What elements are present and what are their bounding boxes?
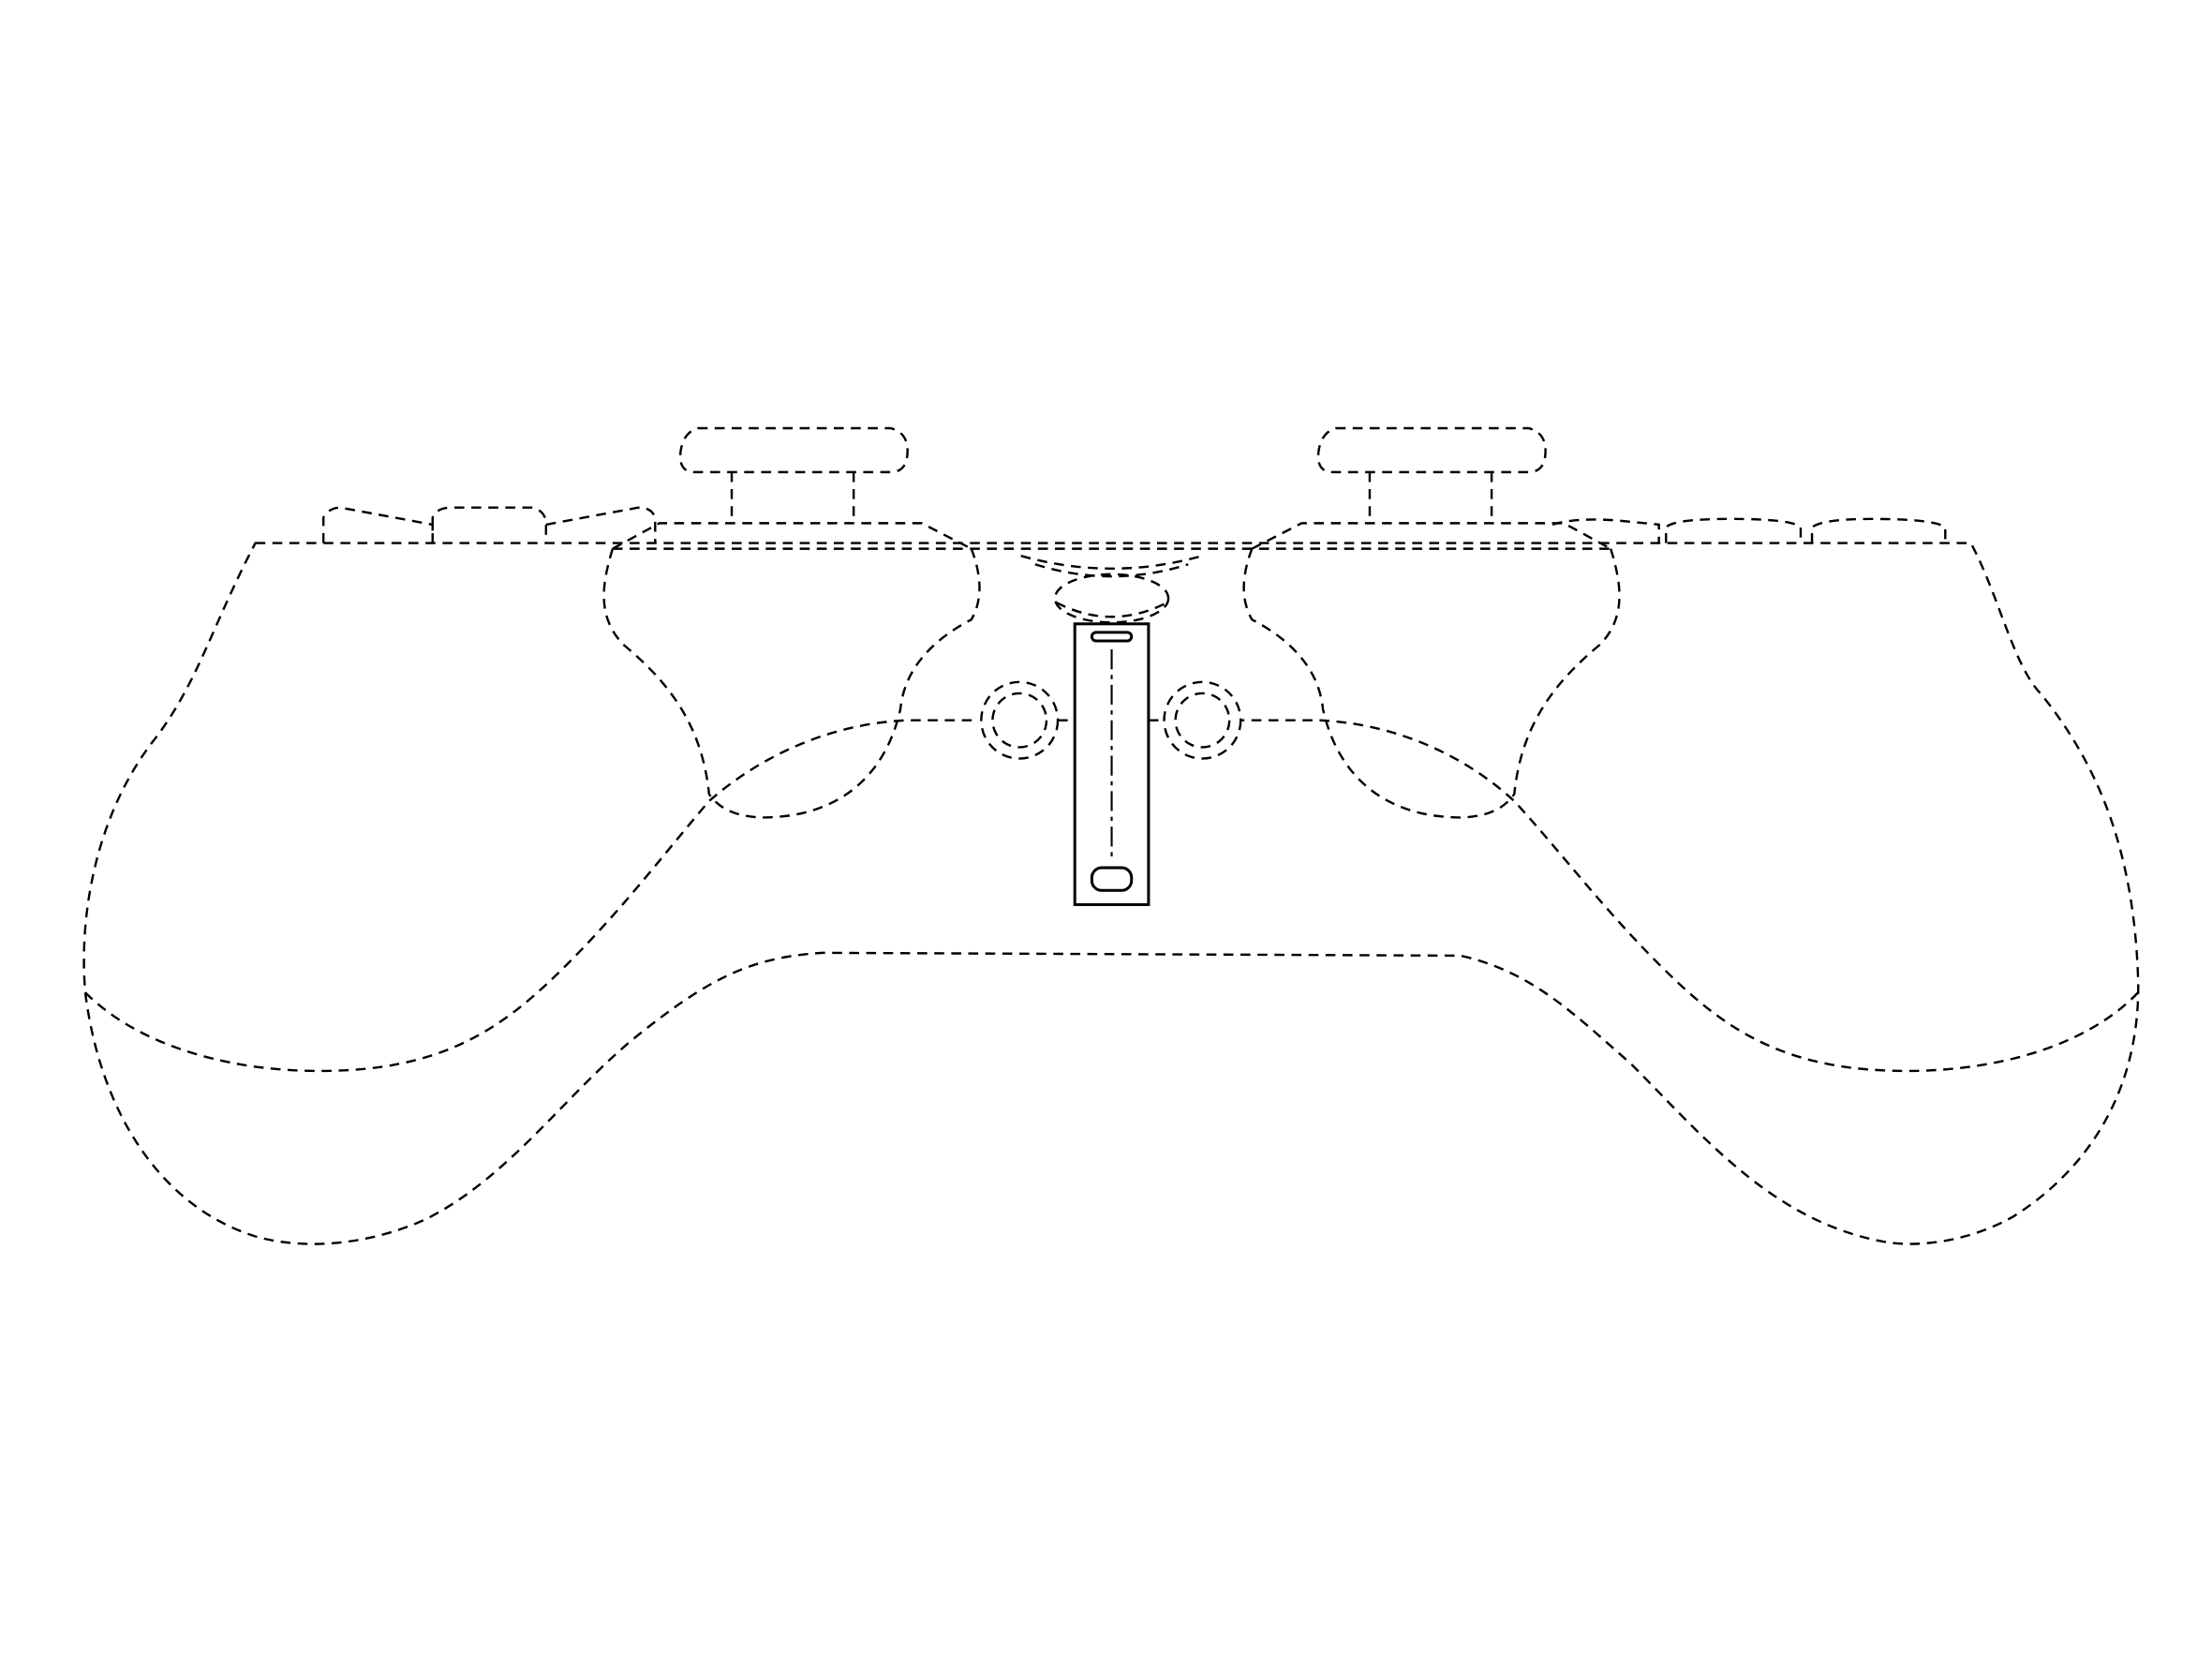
left-bumper xyxy=(612,522,972,550)
left-trigger xyxy=(678,426,909,474)
strap-bottom-slot xyxy=(1090,866,1134,892)
right-side-buttons xyxy=(1551,517,1947,543)
left-stick-inner xyxy=(991,692,1048,749)
right-stick-outer xyxy=(1163,680,1242,760)
right-bumper xyxy=(1251,522,1611,550)
center-button-edge xyxy=(1055,602,1168,618)
controller-body-outline xyxy=(82,542,2140,1245)
right-trigger xyxy=(1316,426,1547,474)
right-grip-contour xyxy=(1240,719,2139,1073)
strap-top-slot xyxy=(1090,631,1134,643)
left-thumb-area xyxy=(602,548,981,819)
right-thumb-area xyxy=(1242,548,1621,819)
center-button xyxy=(1053,573,1170,624)
left-side-buttons xyxy=(322,506,657,543)
strap-accessory xyxy=(1073,622,1151,906)
left-grip-contour xyxy=(84,719,979,1073)
right-stick-inner xyxy=(1174,692,1231,749)
center-speaker xyxy=(1020,555,1203,578)
